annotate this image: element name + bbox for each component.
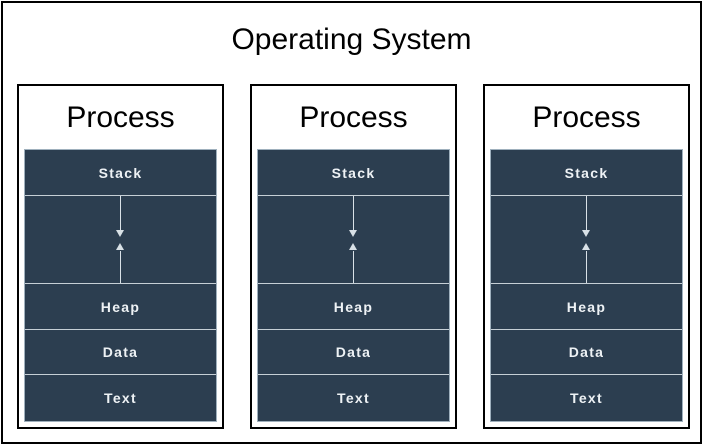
arrow-up-icon (119, 251, 121, 283)
arrow-up-icon (349, 243, 357, 250)
operating-system-title: Operating System (231, 23, 472, 56)
arrow-down-icon (349, 230, 357, 237)
arrow-down-icon (582, 230, 590, 237)
memory-growth-region (25, 195, 216, 283)
process-box-2: Process Stack Heap Data Text (250, 84, 457, 429)
arrow-up-icon (582, 243, 590, 250)
memory-layout: Stack Heap Data Text (257, 149, 450, 422)
process-box-3: Process Stack Heap Data Text (483, 84, 690, 429)
process-box-1: Process Stack Heap Data Text (17, 84, 224, 429)
memory-segment-data: Data (258, 329, 449, 374)
arrow-up-icon (352, 251, 354, 283)
memory-segment-stack: Stack (331, 164, 376, 181)
arrow-down-icon (352, 196, 354, 231)
memory-segment-stack: Stack (98, 164, 143, 181)
memory-segment-data: Data (491, 329, 682, 374)
process-row: Process Stack Heap Data Text Process Sta… (17, 84, 690, 429)
memory-segment-heap: Heap (258, 283, 449, 329)
memory-segment-text: Text (491, 374, 682, 421)
memory-layout: Stack Heap Data Text (490, 149, 683, 422)
process-title: Process (532, 100, 641, 134)
arrow-down-icon (585, 196, 587, 231)
memory-segment-heap: Heap (25, 283, 216, 329)
arrow-up-icon (116, 243, 124, 250)
memory-segment-stack: Stack (564, 164, 609, 181)
memory-segment-text: Text (25, 374, 216, 421)
process-title: Process (66, 100, 175, 134)
memory-segment-heap: Heap (491, 283, 682, 329)
memory-growth-region (491, 195, 682, 283)
memory-growth-region (258, 195, 449, 283)
arrow-up-icon (585, 251, 587, 283)
arrow-down-icon (116, 230, 124, 237)
memory-layout: Stack Heap Data Text (24, 149, 217, 422)
arrow-down-icon (119, 196, 121, 231)
process-title: Process (299, 100, 408, 134)
memory-segment-data: Data (25, 329, 216, 374)
memory-segment-text: Text (258, 374, 449, 421)
